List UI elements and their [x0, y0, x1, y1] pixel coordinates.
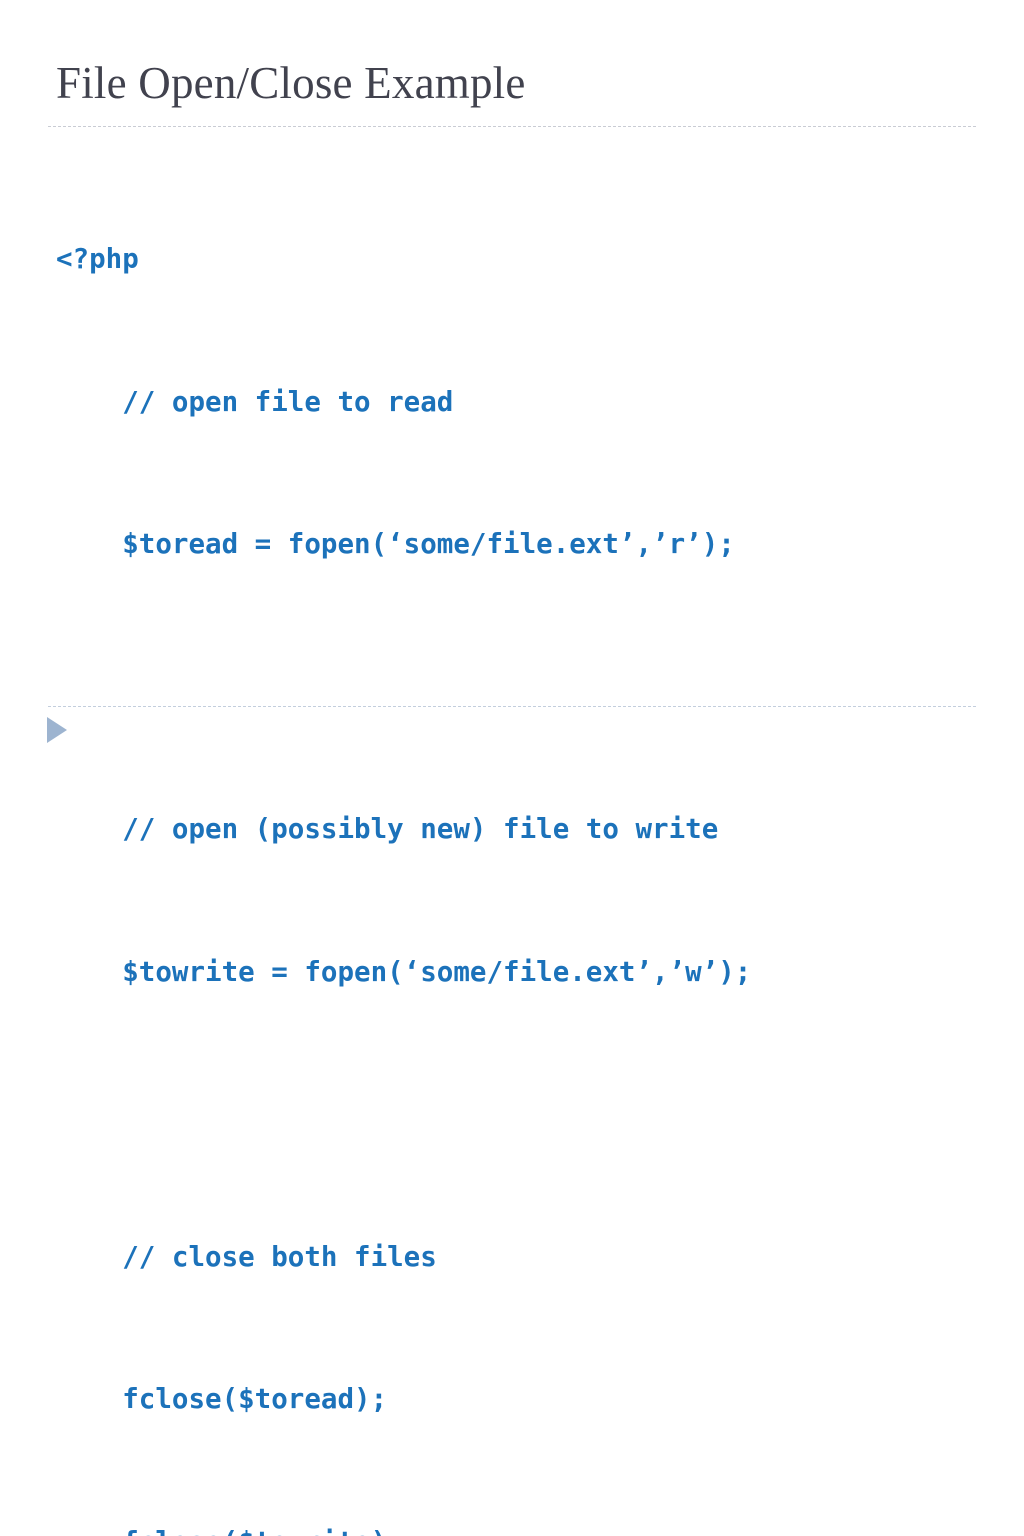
code-line-blank: [56, 1091, 996, 1139]
code-line: $towrite = fopen(‘some/file.ext’,’w’);: [56, 949, 996, 997]
code-line: fclose($towrite);: [56, 1519, 996, 1536]
code-line: // open file to read: [56, 379, 996, 427]
code-line: <?php: [56, 236, 996, 284]
slide-canvas: File Open/Close Example <?php // open fi…: [0, 0, 1024, 768]
code-line: fclose($toread);: [56, 1376, 996, 1424]
title-block: File Open/Close Example: [56, 58, 976, 110]
code-block: <?php // open file to read $toread = fop…: [56, 141, 996, 1536]
page-title: File Open/Close Example: [56, 58, 976, 110]
footer-divider: [48, 706, 976, 707]
triangle-right-icon: [47, 717, 67, 743]
code-line-blank: [56, 664, 996, 712]
code-line: $toread = fopen(‘some/file.ext’,’r’);: [56, 521, 996, 569]
code-line: // open (possibly new) file to write: [56, 806, 996, 854]
title-divider: [48, 126, 976, 127]
code-line: // close both files: [56, 1234, 996, 1282]
